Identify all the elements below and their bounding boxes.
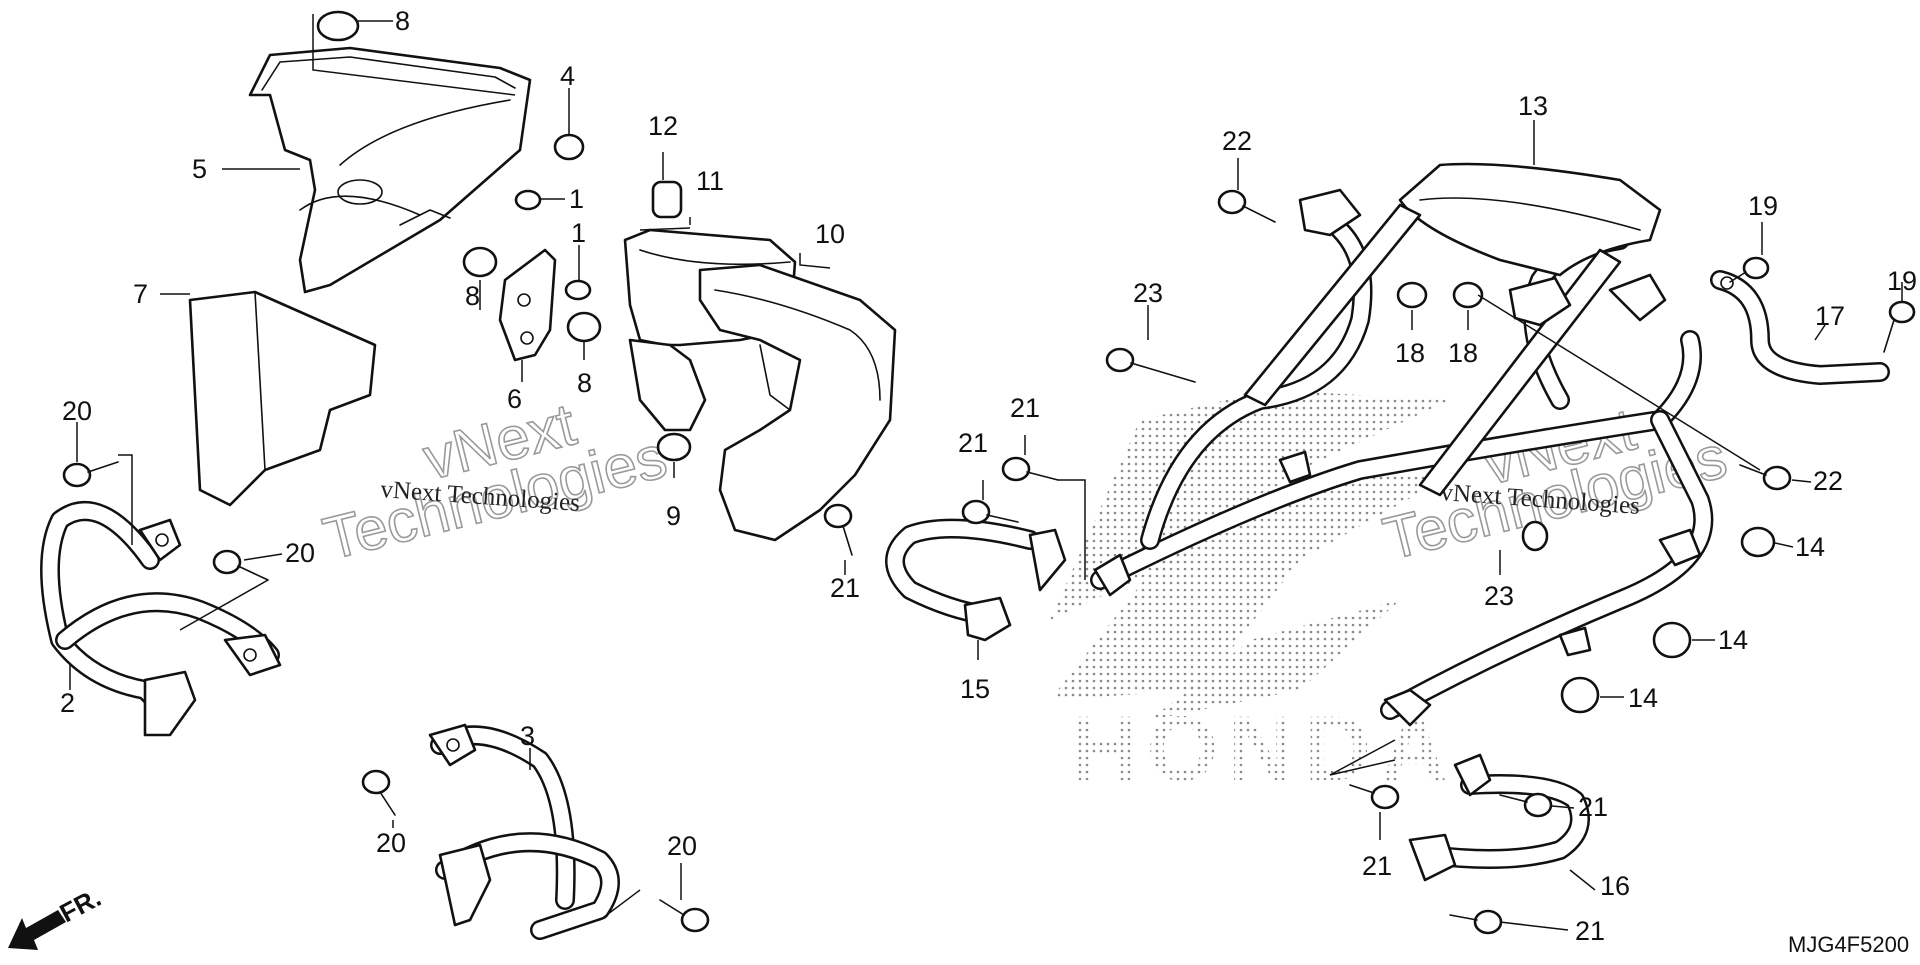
leader-lines [69, 14, 1903, 931]
callout-20-d: 20 [667, 831, 697, 861]
callout-21-b: 21 [958, 428, 988, 458]
grommet-8-mid [462, 246, 498, 278]
bolt-22-b [1739, 464, 1792, 491]
nut-23 [1521, 520, 1549, 552]
callout-21-f: 21 [1575, 916, 1605, 946]
callout-20-a: 20 [62, 396, 92, 426]
callout-6: 6 [507, 384, 522, 414]
callout-8-low: 8 [577, 368, 592, 398]
bolts [62, 189, 1916, 935]
callout-8-mid: 8 [465, 281, 480, 311]
nut-18-a [1396, 281, 1428, 309]
part-bar-17 [1710, 270, 1890, 385]
bolt-23-a [1105, 347, 1196, 383]
callout-14-a: 14 [1795, 532, 1825, 562]
callout-21-a: 21 [1010, 393, 1040, 423]
grommet-9 [656, 432, 692, 462]
small-parts [316, 10, 1776, 714]
bolt-20-d [659, 899, 710, 933]
part-side-cover-upper [248, 46, 532, 294]
callout-3: 3 [520, 721, 535, 751]
bolt-1-mid [564, 279, 592, 301]
callout-1-mid: 1 [571, 218, 586, 248]
bolt-22-a [1217, 189, 1276, 223]
callout-1-top: 1 [569, 184, 584, 214]
callout-labels: 8 4 5 1 1 12 11 10 7 8 6 8 9 20 20 2 3 2… [60, 6, 1917, 946]
callout-17: 17 [1815, 301, 1845, 331]
bolt-19-a [1729, 256, 1770, 283]
bolt-20-c [361, 769, 396, 816]
part-bracket-16 [1408, 753, 1590, 882]
callout-22-a: 22 [1222, 126, 1252, 156]
front-direction-indicator: FR. [8, 882, 106, 950]
callout-2: 2 [60, 688, 75, 718]
bolt-21-c [823, 503, 853, 556]
part-side-panel [188, 290, 377, 507]
nut-18-b [1452, 281, 1484, 309]
callout-5: 5 [192, 154, 207, 184]
bolt-21-e [1349, 784, 1400, 810]
grommet-8-low [566, 311, 602, 343]
part-guard-3 [428, 723, 620, 940]
part-guard-2 [40, 501, 282, 737]
part-bracket-15 [885, 518, 1067, 642]
callout-8-top: 8 [395, 6, 410, 36]
diagram-code: MJG4F5200 [1788, 932, 1909, 957]
bolt-19-b [1883, 300, 1916, 353]
front-arrow-icon [8, 910, 66, 950]
callout-7: 7 [133, 279, 148, 309]
callout-21-d: 21 [1578, 792, 1608, 822]
nut-14-b [1652, 621, 1692, 659]
callout-4: 4 [560, 61, 575, 91]
part-frame-13 [1090, 162, 1714, 727]
watermark-left: vNext Technologies vNext Technologies [316, 390, 674, 574]
bolt-21-b [961, 499, 1019, 525]
nut-14-c [1560, 676, 1600, 714]
nut-14-a [1740, 526, 1776, 558]
callout-22-b: 22 [1813, 466, 1843, 496]
callout-14-b: 14 [1718, 625, 1748, 655]
callout-10: 10 [815, 219, 845, 249]
bolt-1-top [514, 189, 542, 211]
callout-23-b: 23 [1484, 581, 1514, 611]
bolt-20-b [212, 549, 269, 581]
bolt-21-a [1001, 456, 1059, 482]
callout-13: 13 [1518, 91, 1548, 121]
callout-14-c: 14 [1628, 683, 1658, 713]
callout-23-a: 23 [1133, 278, 1163, 308]
callout-19-b: 19 [1887, 266, 1917, 296]
part-cover-10 [628, 263, 897, 542]
callout-19-a: 19 [1748, 191, 1778, 221]
bolt-21-d [1499, 792, 1553, 818]
nut-4 [553, 133, 585, 161]
callout-21-c: 21 [830, 573, 860, 603]
callout-11: 11 [696, 166, 724, 196]
bolt-20-a [62, 461, 119, 488]
callout-20-c: 20 [376, 828, 406, 858]
callout-15: 15 [960, 674, 990, 704]
callout-20-b: 20 [285, 538, 315, 568]
part-bracket [498, 248, 557, 362]
bolt-21-f [1449, 909, 1503, 935]
callout-16: 16 [1600, 871, 1630, 901]
grommet-12 [651, 180, 683, 219]
callout-18-b: 18 [1448, 338, 1478, 368]
callout-9: 9 [666, 501, 681, 531]
callout-12: 12 [648, 111, 678, 141]
grommet-8-top [316, 10, 360, 42]
callout-21-e: 21 [1362, 851, 1392, 881]
callout-18-a: 18 [1395, 338, 1425, 368]
